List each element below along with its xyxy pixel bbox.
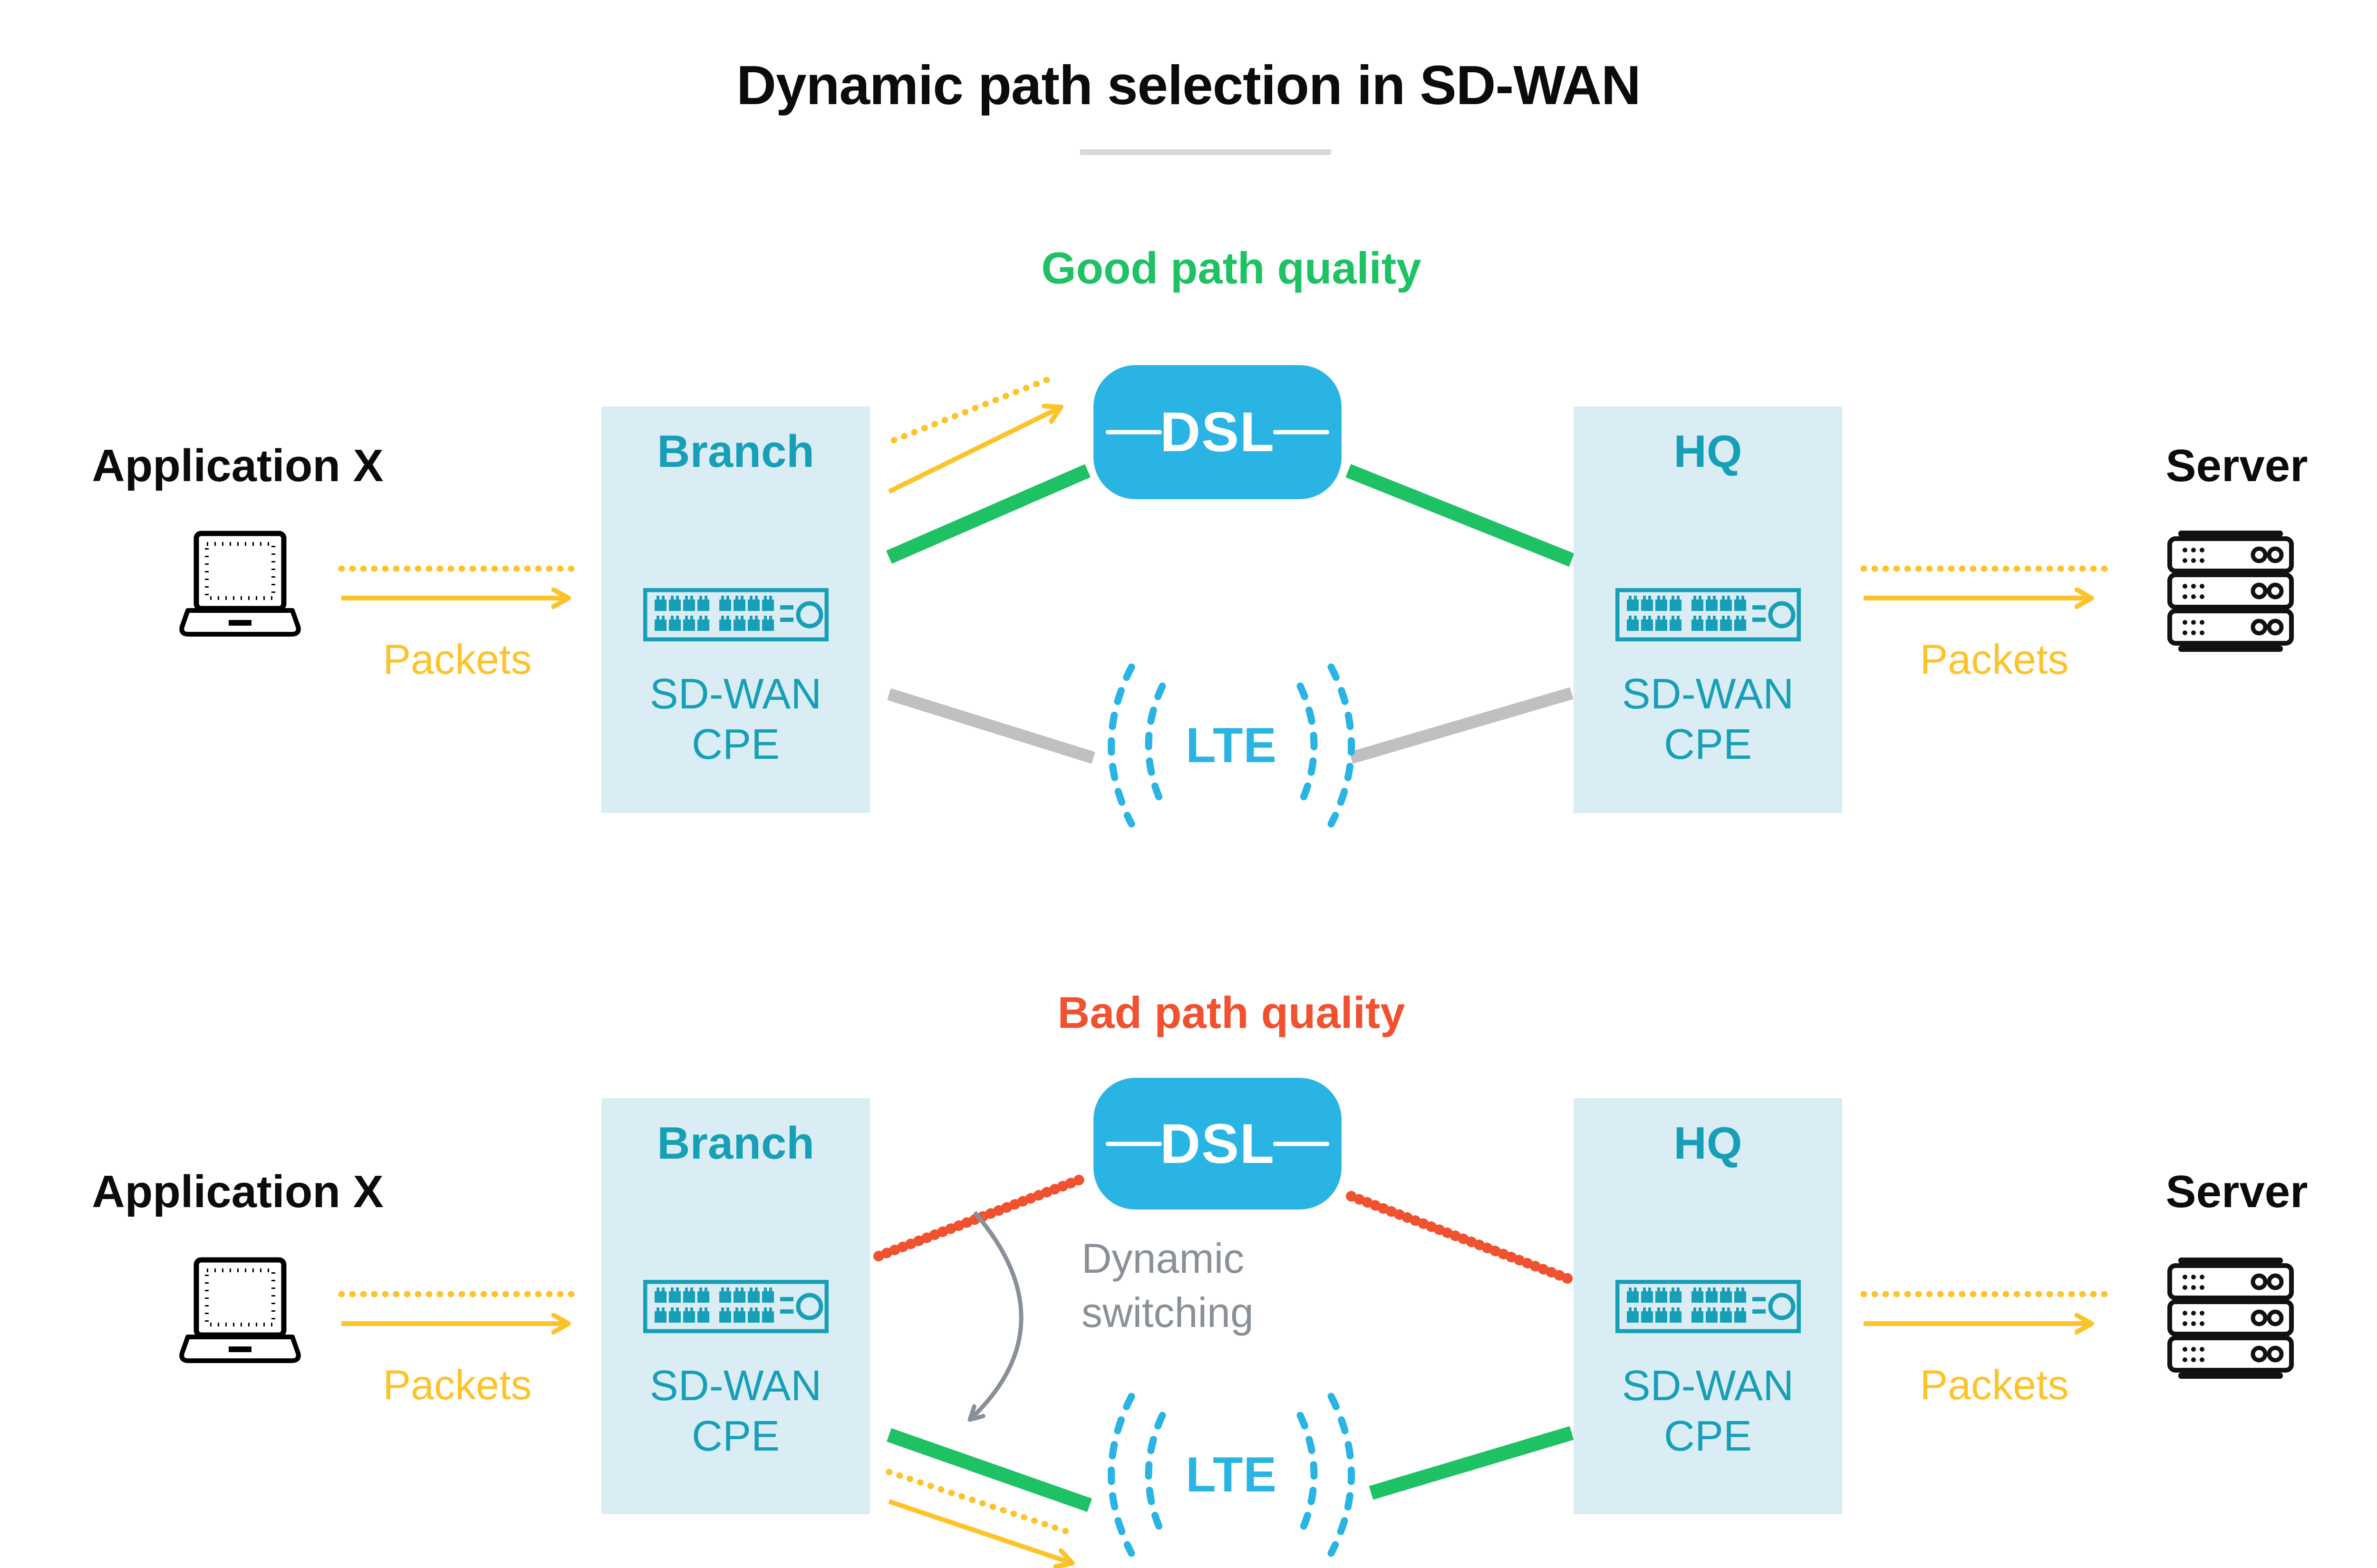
good-lte-hq-gray-path bbox=[1349, 687, 1574, 764]
laptop-icon bbox=[169, 1255, 311, 1374]
bad-path-quality-heading: Bad path quality bbox=[1057, 987, 1405, 1037]
dsl-label: DSL bbox=[1160, 1112, 1275, 1175]
lte-label: LTE bbox=[1186, 1447, 1277, 1502]
packets-label-good-left: Packets bbox=[383, 636, 532, 683]
application-label-bad: Application X bbox=[92, 1166, 384, 1217]
router-icon bbox=[643, 588, 829, 641]
laptop-icon bbox=[169, 529, 311, 648]
packets-label-bad-left: Packets bbox=[383, 1361, 532, 1408]
bad-branch-lte-green-path bbox=[887, 1428, 1092, 1512]
bad-branch-lte-arrow bbox=[888, 1499, 1073, 1563]
bad-dsl-hq-red-dotted-path bbox=[1346, 1191, 1574, 1284]
branch-node-bad: Branch SD-WAN CPE bbox=[601, 1098, 870, 1514]
server-label-good: Server bbox=[2165, 440, 2308, 491]
branch-label: Branch bbox=[657, 1118, 814, 1169]
packets-label-good-right: Packets bbox=[1920, 636, 2069, 683]
branch-label: Branch bbox=[657, 426, 814, 477]
dsl-dash-left bbox=[1106, 1142, 1162, 1146]
server-rack-icon bbox=[2166, 531, 2295, 652]
dsl-node-good: DSL bbox=[1093, 365, 1342, 499]
server-label-bad: Server bbox=[2165, 1166, 2308, 1217]
hq-node-bad: HQ SD-WAN CPE bbox=[1574, 1098, 1842, 1514]
sdwan-cpe-label: SD-WAN CPE bbox=[1622, 670, 1794, 769]
dynamic-switching-note: Dynamic switching bbox=[1082, 1235, 1254, 1336]
hq-node-good: HQ SD-WAN CPE bbox=[1574, 407, 1842, 813]
good-dsl-hq-green-path bbox=[1345, 464, 1575, 567]
router-icon bbox=[643, 1280, 829, 1333]
good-path-quality-heading: Good path quality bbox=[1041, 243, 1421, 293]
dsl-label: DSL bbox=[1160, 401, 1275, 464]
server-rack-icon bbox=[2166, 1258, 2295, 1379]
title-underline bbox=[1080, 149, 1331, 155]
dsl-dash-left bbox=[1106, 430, 1162, 435]
lte-node-bad: LTE bbox=[1091, 1384, 1372, 1565]
sdwan-cpe-label: SD-WAN CPE bbox=[1622, 1362, 1794, 1461]
dsl-dash-right bbox=[1273, 1142, 1329, 1146]
page-title: Dynamic path selection in SD-WAN bbox=[736, 54, 1641, 116]
good-branch-lte-gray-path bbox=[887, 688, 1095, 764]
dynamic-switching-arrow bbox=[970, 1211, 1024, 1420]
sdwan-cpe-label: SD-WAN CPE bbox=[649, 670, 822, 769]
sdwan-cpe-label: SD-WAN CPE bbox=[649, 1362, 822, 1461]
lte-node-good: LTE bbox=[1091, 655, 1372, 836]
good-branch-dsl-arrow bbox=[888, 407, 1061, 494]
branch-node-good: Branch SD-WAN CPE bbox=[601, 407, 870, 813]
hq-label: HQ bbox=[1673, 426, 1742, 477]
dsl-node-bad: DSL bbox=[1093, 1078, 1342, 1210]
dsl-dash-right bbox=[1273, 430, 1329, 435]
router-icon bbox=[1615, 588, 1801, 641]
router-icon bbox=[1615, 1280, 1801, 1333]
hq-label: HQ bbox=[1673, 1118, 1742, 1169]
lte-label: LTE bbox=[1186, 717, 1277, 773]
bad-lte-hq-green-path bbox=[1369, 1426, 1574, 1500]
bad-branch-lte-dotted-path bbox=[886, 1469, 1077, 1537]
application-label-good: Application X bbox=[92, 440, 384, 491]
good-branch-dsl-green-path bbox=[886, 464, 1091, 564]
packets-label-bad-right: Packets bbox=[1920, 1361, 2069, 1408]
good-branch-dsl-dotted-path bbox=[890, 373, 1060, 444]
